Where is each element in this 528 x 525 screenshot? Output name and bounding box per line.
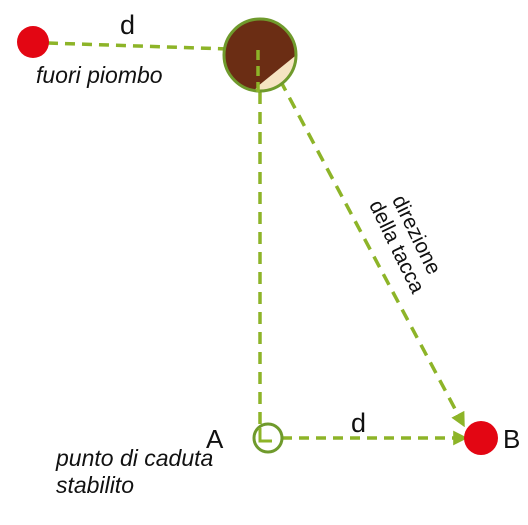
distance-label-top: d	[120, 10, 136, 40]
target-point-label-1: punto di caduta	[56, 445, 214, 471]
point-a-marker	[252, 422, 284, 454]
point-a-corner	[258, 428, 272, 443]
point-b-marker	[464, 421, 498, 455]
trunk-cross-section	[222, 17, 298, 93]
point-b-label: B	[503, 424, 521, 454]
distance-label-bottom: d	[351, 408, 367, 438]
point-a-label: A	[206, 424, 224, 454]
fuori-piombo-label: fuori piombo	[36, 62, 163, 88]
notch-direction-arrow	[278, 79, 465, 428]
offset-point-marker	[17, 26, 49, 58]
target-point-label-2: stabilito	[56, 472, 134, 498]
offset-dashed-arrow	[47, 41, 264, 58]
notch-cut	[230, 52, 296, 91]
